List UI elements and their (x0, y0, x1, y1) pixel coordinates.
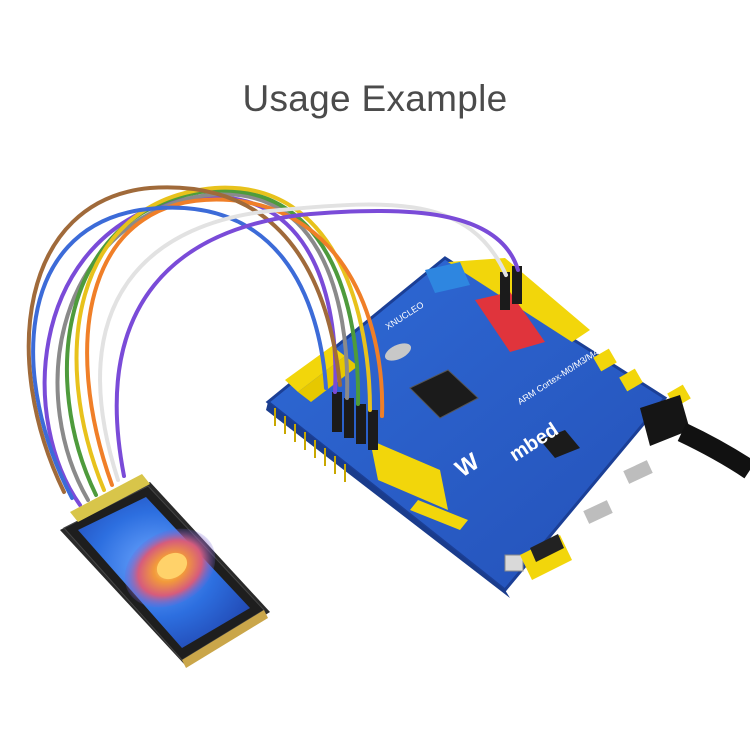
blue-header (425, 262, 470, 293)
red-header (475, 292, 545, 352)
usb-port (583, 500, 613, 524)
power-cable (677, 422, 750, 479)
crystal (384, 343, 412, 361)
wire-orange (85, 197, 385, 487)
jumper-wires (26, 185, 520, 507)
header-pins-left (285, 346, 468, 530)
reset-button (504, 554, 524, 572)
power-jack (640, 395, 690, 446)
page-title: Usage Example (242, 78, 508, 119)
pin-strip (274, 408, 346, 482)
usb-port (623, 460, 653, 484)
jumper (619, 368, 643, 392)
wire-green (64, 188, 361, 497)
dupont-connectors (332, 266, 522, 450)
wire-blue (31, 205, 328, 500)
lcd-module (60, 474, 270, 668)
board-pcb (265, 256, 668, 593)
wire-brown (26, 185, 342, 494)
wire-purple-2 (114, 208, 520, 478)
wire-gray (55, 192, 350, 502)
mcu-chip (409, 369, 479, 419)
development-board: mbed ARM Cortex-M0/M3/M4 XNUCLEO W (265, 256, 750, 598)
jumper (593, 348, 617, 372)
lcd-connector (70, 474, 150, 522)
usb-chip (540, 430, 580, 458)
